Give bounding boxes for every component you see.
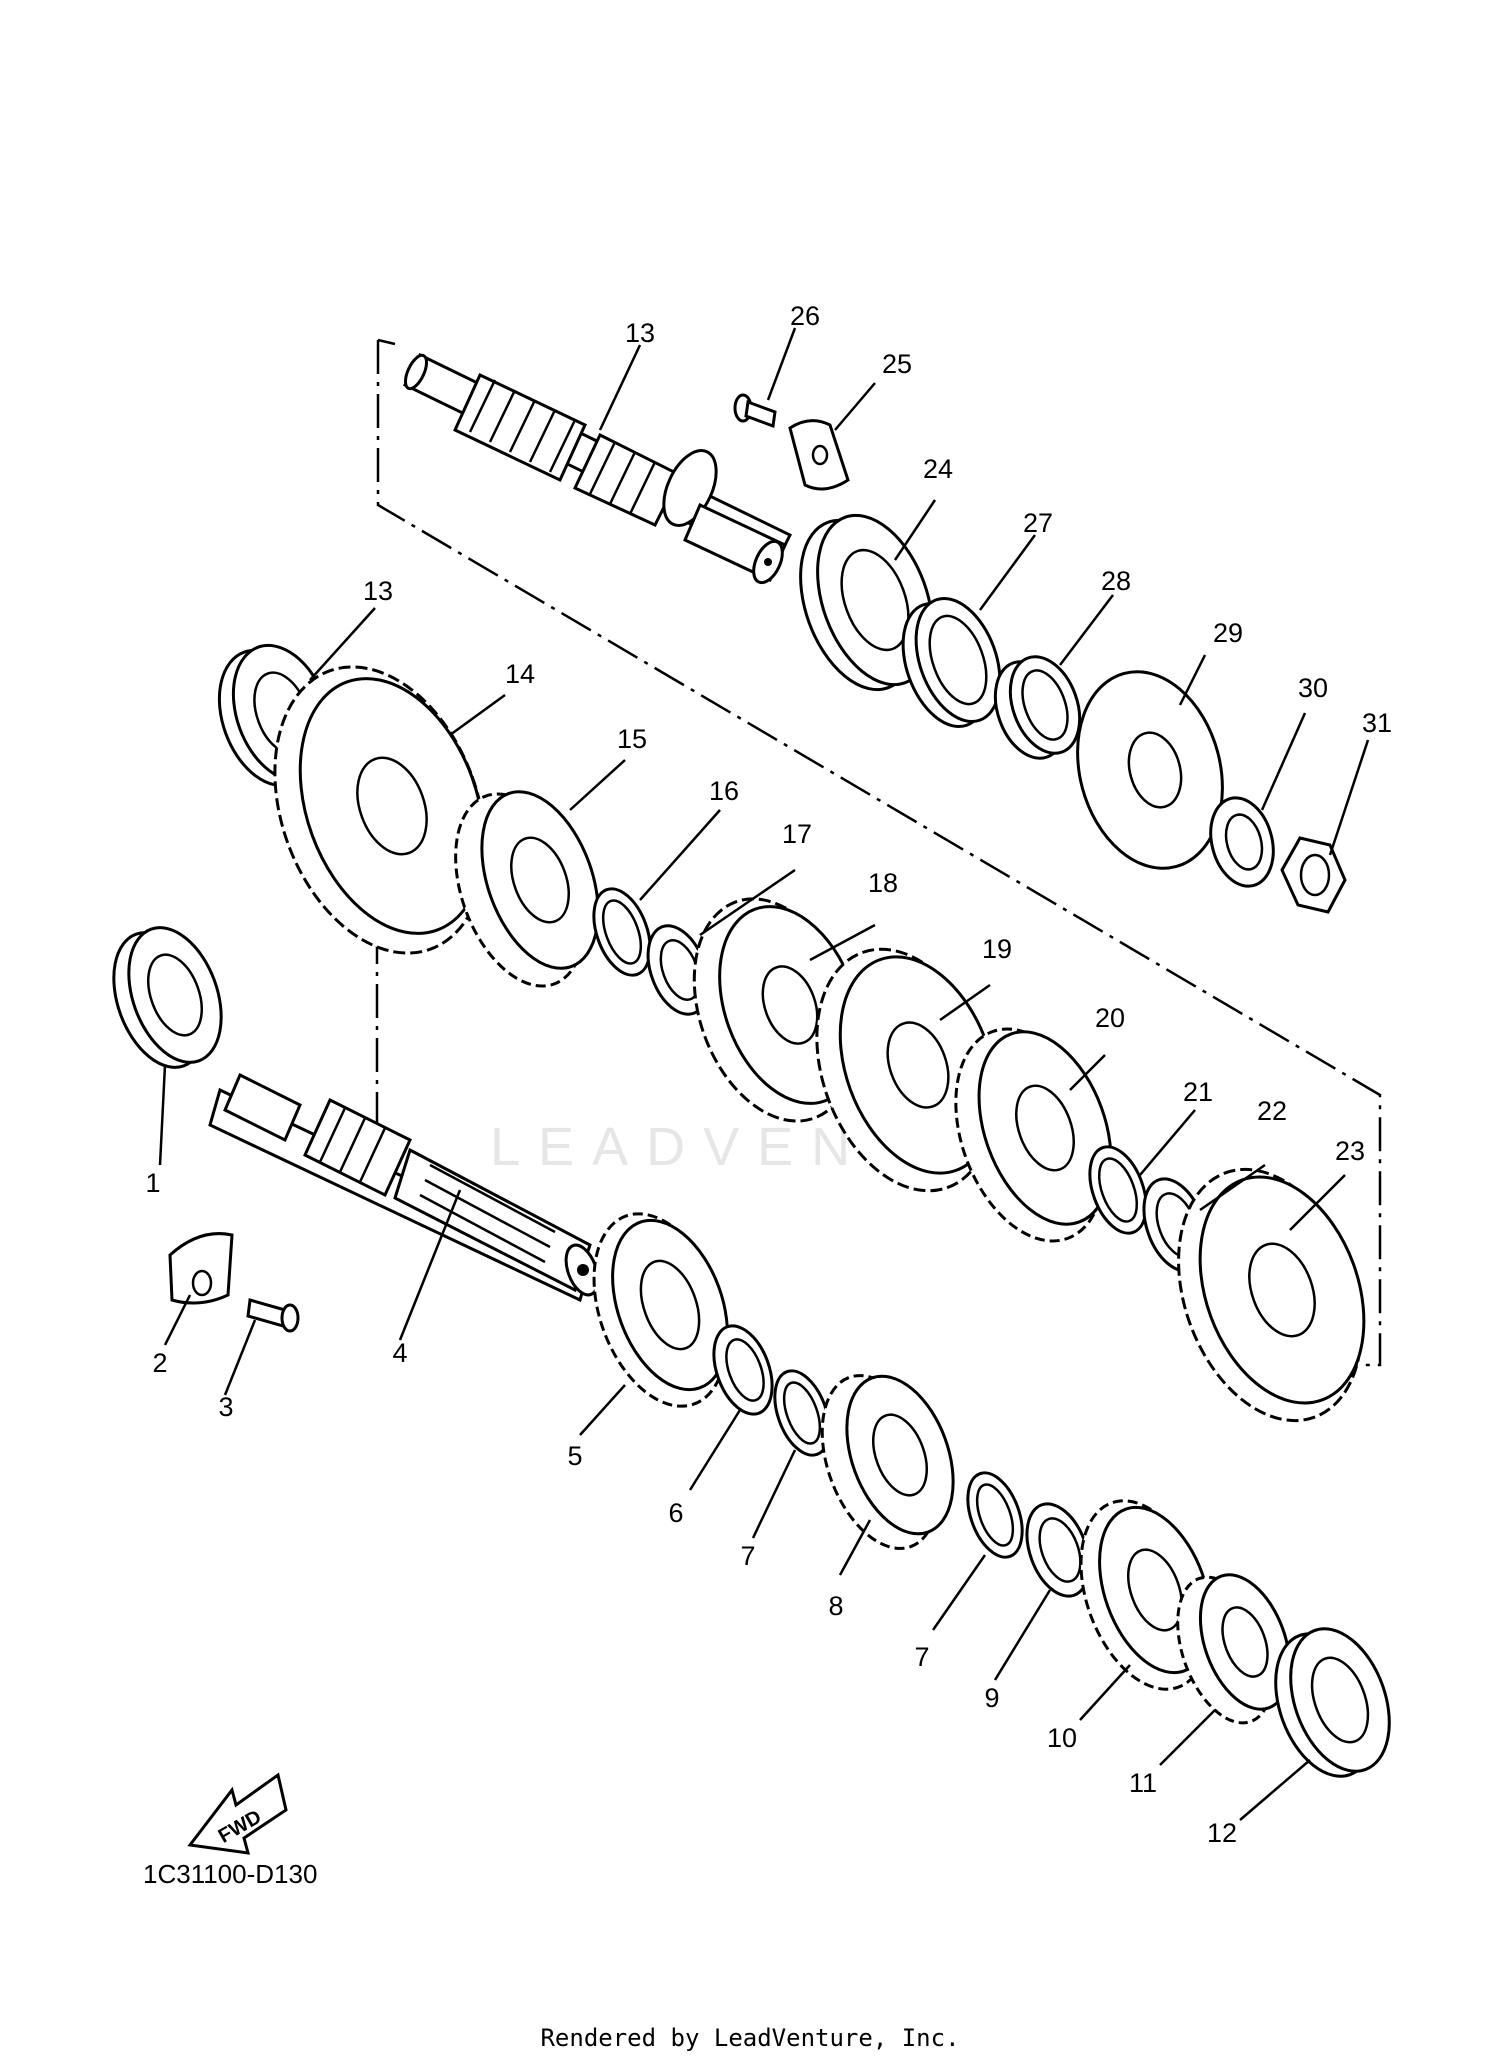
gear-15 [273, 665, 487, 955]
fwd-arrow-icon: FWD [187, 1772, 288, 1855]
callout-29: 28 [1101, 566, 1131, 596]
callout-25: 24 [923, 454, 953, 484]
main-axle [402, 353, 793, 585]
callout-11: 11 [1129, 1768, 1157, 1798]
callout-18: 17 [782, 819, 812, 849]
callout-22: 21 [1183, 1077, 1213, 1107]
bolt-27 [733, 393, 777, 429]
callout-2: 2 [152, 1348, 167, 1378]
callout-30: 29 [1213, 618, 1243, 648]
callout-8: 8 [828, 1591, 843, 1621]
bearing-1 [112, 926, 223, 1069]
gear-8 [820, 1374, 955, 1550]
callout-24: 23 [1335, 1136, 1365, 1166]
assembly-outline [376, 340, 1382, 1367]
leader-lines [158, 327, 1370, 1821]
callout-16: 15 [617, 724, 647, 754]
callout-4: 4 [392, 1338, 407, 1368]
callout-9: 9 [984, 1683, 999, 1713]
callout-28: 27 [1023, 508, 1053, 538]
gear-16 [454, 790, 600, 988]
circlip-17 [592, 887, 652, 977]
callout-1: 1 [145, 1168, 160, 1198]
callout-12: 12 [1207, 1818, 1237, 1848]
callout-19: 18 [868, 868, 898, 898]
callout-31: 30 [1298, 673, 1328, 703]
callout-10: 10 [1047, 1723, 1077, 1753]
circlip-22 [1088, 1145, 1148, 1235]
bearing-12 [1274, 1627, 1391, 1778]
collar-29 [993, 655, 1082, 760]
drive-sprocket-30 [1076, 670, 1224, 870]
nut-32 [1280, 836, 1347, 914]
washer-6 [712, 1324, 774, 1416]
callout-14: 13 [625, 318, 655, 348]
callout-15: 14 [505, 659, 535, 689]
callout-13: 13 [363, 576, 393, 606]
diagram-code: 1C31100-D130 [143, 1859, 318, 1889]
gear-11 [1176, 1573, 1292, 1725]
callout-27: 26 [790, 301, 820, 331]
callout-numbers: 13 26 25 24 27 28 29 30 31 13 14 15 16 1… [145, 301, 1392, 1848]
callout-7a: 7 [740, 1541, 755, 1571]
footer-credit: Rendered by LeadVenture, Inc. [540, 2024, 960, 2052]
gear-24 [1177, 1167, 1366, 1423]
oil-seal-28 [901, 596, 1002, 729]
lock-plate-26 [788, 419, 850, 491]
circlip-7b [966, 1471, 1024, 1559]
screw-3 [246, 1298, 300, 1333]
callout-21: 20 [1095, 1003, 1125, 1033]
callout-7b: 7 [914, 1642, 929, 1672]
callout-23: 22 [1257, 1096, 1287, 1126]
circlip-7a [773, 1369, 831, 1457]
callout-3: 3 [218, 1392, 233, 1422]
lock-washer-31 [1209, 796, 1275, 888]
callout-6: 6 [668, 1498, 683, 1528]
callout-17: 16 [709, 776, 739, 806]
callout-5: 5 [567, 1441, 582, 1471]
callout-20: 19 [982, 934, 1012, 964]
gear-5 [592, 1212, 729, 1408]
callout-26: 25 [882, 349, 912, 379]
gear-21 [954, 1027, 1113, 1243]
lock-plate-2 [168, 1232, 234, 1305]
callout-32: 31 [1362, 708, 1392, 738]
drive-axle [208, 1072, 600, 1303]
